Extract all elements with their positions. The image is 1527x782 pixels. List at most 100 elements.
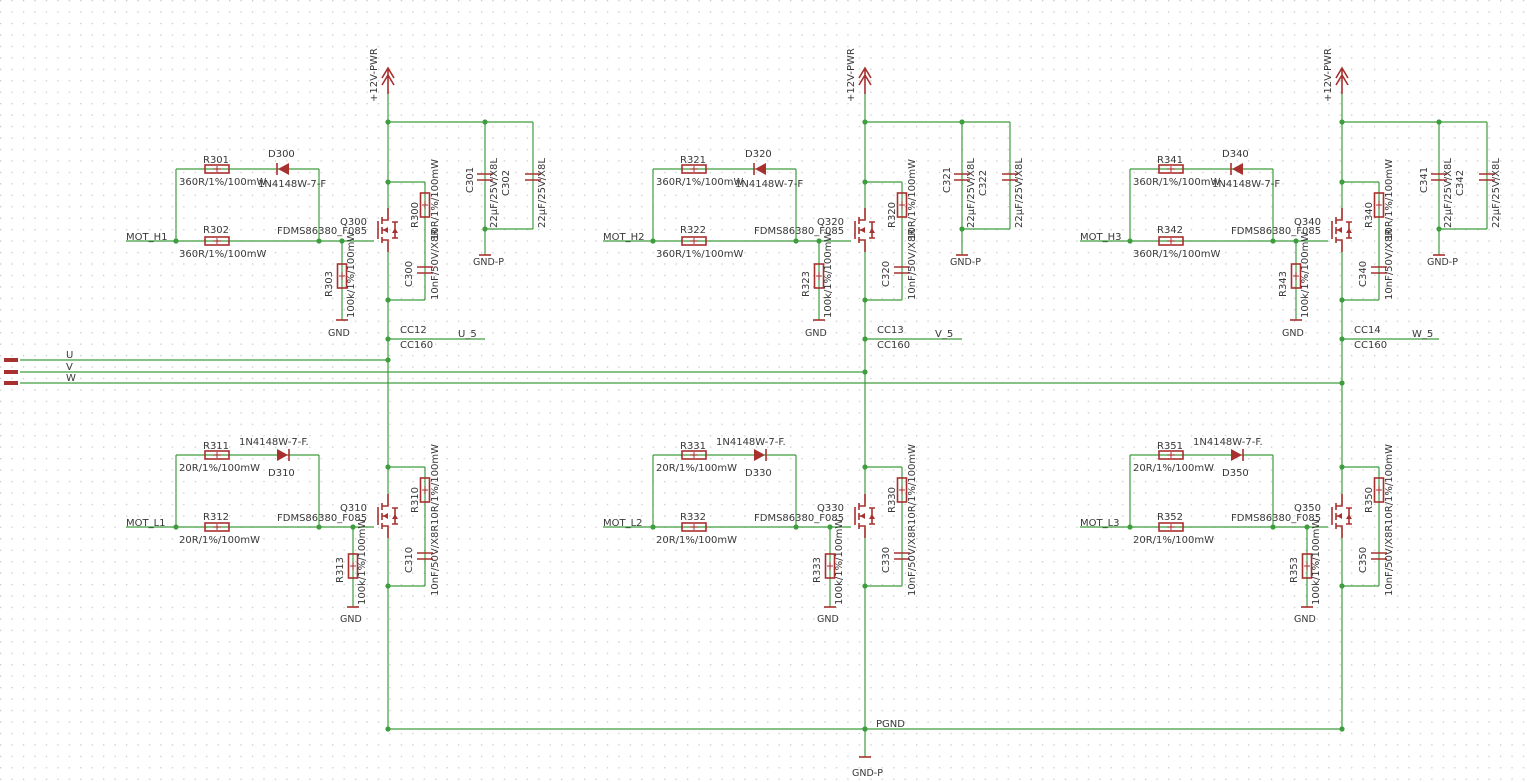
gate-r-top-value: 20R/1%/100mW [656, 463, 737, 474]
net-connector-icon [4, 358, 18, 362]
snubber-c-value: 10nF/50V/X8R [907, 229, 918, 300]
gate-r-top-name: R321 [680, 155, 706, 166]
diode-symbol[interactable] [1231, 449, 1244, 461]
snubber-c-name: C310 [404, 547, 415, 573]
snubber-r-name: R350 [1364, 487, 1375, 513]
bulk-cap-2-value: 22µF/25V/X8L [537, 158, 548, 228]
resistor-symbol[interactable] [1373, 192, 1385, 218]
resistor-mark [422, 201, 428, 209]
mosfet-value: FDMS86380_F085 [1231, 226, 1321, 237]
resistor-body [824, 553, 836, 579]
capacitor-symbol[interactable] [954, 173, 970, 181]
capacitor-symbol[interactable] [894, 552, 910, 560]
capacitor-symbol[interactable] [417, 266, 433, 274]
resistor-mark [213, 238, 221, 244]
resistor-symbol[interactable] [681, 236, 707, 246]
resistor-symbol[interactable] [813, 263, 825, 289]
phase-label: U_5 [458, 329, 477, 340]
resistor-symbol[interactable] [1158, 450, 1184, 460]
gate-r-bot-name: R312 [203, 512, 229, 523]
gate-diode-name: D300 [268, 149, 295, 160]
capacitor-plates [1431, 173, 1447, 181]
resistor-symbol[interactable] [419, 192, 431, 218]
resistor-body [1158, 450, 1184, 460]
net-connector-icon [4, 370, 18, 374]
capacitor-symbol[interactable] [525, 173, 541, 181]
snubber-r-value: 10R/1%/100mW [1384, 159, 1395, 240]
capacitor-symbol[interactable] [1431, 173, 1447, 181]
resistor-symbol[interactable] [419, 477, 431, 503]
snubber-r-value: 10R/1%/100mW [907, 159, 918, 240]
resistor-symbol[interactable] [681, 450, 707, 460]
resistor-symbol[interactable] [681, 164, 707, 174]
resistor-mark [213, 166, 221, 172]
gate-r-top-value: 360R/1%/100mW [656, 177, 743, 188]
gate-diode-value: 1N4148W-7-F [735, 179, 803, 190]
diode-symbol[interactable] [754, 449, 767, 461]
resistor-symbol[interactable] [1373, 477, 1385, 503]
gate-r-bot-name: R352 [1157, 512, 1183, 523]
resistor-mark [1376, 486, 1382, 494]
mosfet-symbol[interactable] [1331, 208, 1352, 252]
capacitor-symbol[interactable] [1002, 173, 1018, 181]
resistor-symbol[interactable] [336, 263, 348, 289]
gate-r-top-value: 20R/1%/100mW [179, 463, 260, 474]
resistor-mark [1167, 166, 1175, 172]
connector-pin [4, 370, 18, 374]
mosfet-arrow [1337, 513, 1342, 519]
resistor-symbol[interactable] [204, 164, 230, 174]
junction-dot [1339, 726, 1345, 732]
resistor-symbol[interactable] [1290, 263, 1302, 289]
diode-body [278, 163, 289, 175]
capacitor-symbol[interactable] [477, 173, 493, 181]
gate-r-bot-name: R332 [680, 512, 706, 523]
diode-symbol[interactable] [277, 449, 290, 461]
diode-symbol[interactable] [276, 163, 289, 175]
mosfet-symbol[interactable] [377, 208, 398, 252]
capacitor-symbol[interactable] [417, 552, 433, 560]
resistor-symbol[interactable] [347, 553, 359, 579]
net-label-v: V [66, 362, 73, 373]
resistor-symbol[interactable] [1158, 164, 1184, 174]
mosfet-diode-arrow [1346, 228, 1352, 233]
resistor-symbol[interactable] [204, 450, 230, 460]
resistor-symbol[interactable] [896, 192, 908, 218]
resistor-symbol[interactable] [204, 236, 230, 246]
resistor-body [1290, 263, 1302, 289]
supply-12v-icon [1335, 66, 1349, 94]
gate-r-bot-name: R322 [680, 225, 706, 236]
resistor-symbol[interactable] [1158, 522, 1184, 532]
mosfet-arrow [383, 513, 388, 519]
resistor-symbol[interactable] [896, 477, 908, 503]
mosfet-symbol[interactable] [377, 494, 398, 538]
resistor-body [1373, 192, 1385, 218]
capacitor-plates [894, 552, 910, 560]
resistor-symbol[interactable] [681, 522, 707, 532]
diode-symbol[interactable] [1230, 163, 1243, 175]
capacitor-symbol[interactable] [894, 266, 910, 274]
mosfet-value: FDMS86380_F085 [754, 513, 844, 524]
pulldown-r-value: 100k/1%/100mW [1311, 519, 1322, 605]
gate-input-label: MOT_L2 [603, 518, 643, 529]
resistor-symbol[interactable] [1158, 236, 1184, 246]
resistor-mark [1376, 201, 1382, 209]
mosfet-symbol[interactable] [854, 494, 875, 538]
resistor-symbol[interactable] [204, 522, 230, 532]
bulk-cap-1-name: C341 [1419, 167, 1430, 193]
gate-r-bot-value: 360R/1%/100mW [179, 249, 266, 260]
diode-symbol[interactable] [753, 163, 766, 175]
capacitor-symbol[interactable] [1371, 552, 1387, 560]
mosfet-symbol[interactable] [854, 208, 875, 252]
resistor-body [204, 236, 230, 246]
mosfet-name: Q330 [817, 503, 844, 514]
mosfet-diode-arrow [1346, 514, 1352, 519]
resistor-symbol[interactable] [1301, 553, 1313, 579]
capacitor-symbol[interactable] [1479, 173, 1495, 181]
mosfet-symbol[interactable] [1331, 494, 1352, 538]
resistor-mark [213, 452, 221, 458]
pulldown-r-value: 100k/1%/100mW [346, 232, 357, 318]
resistor-symbol[interactable] [824, 553, 836, 579]
capacitor-symbol[interactable] [1371, 266, 1387, 274]
gate-input-label: MOT_H2 [603, 232, 645, 243]
